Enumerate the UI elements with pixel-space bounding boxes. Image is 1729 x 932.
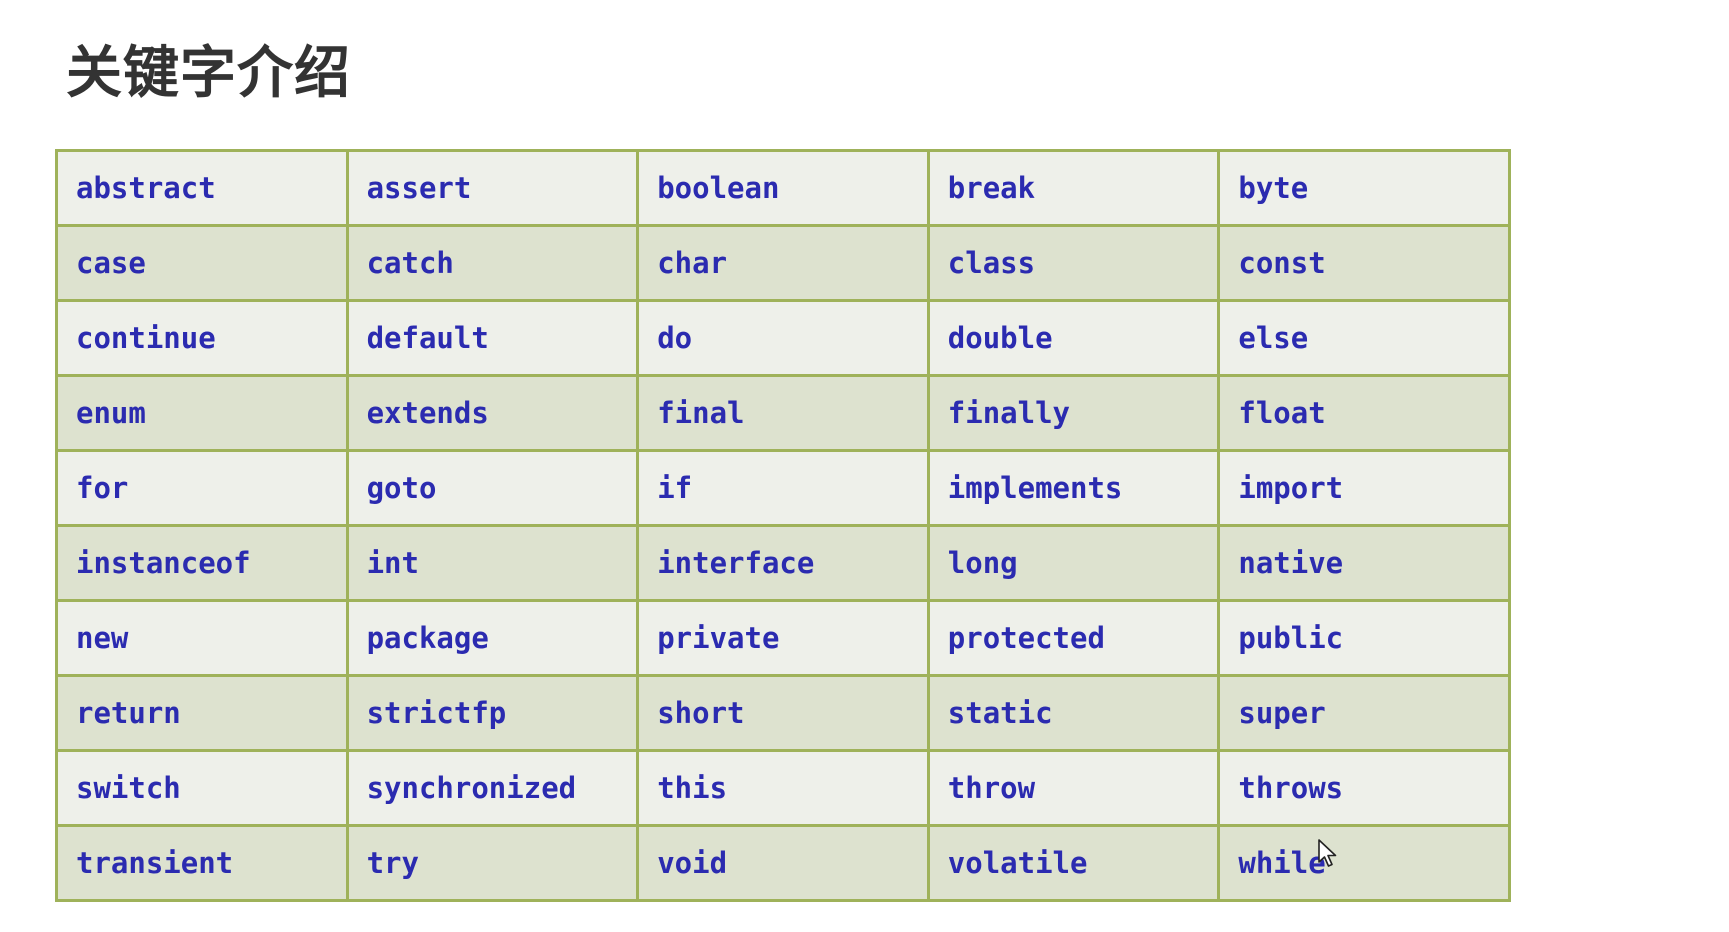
keyword-cell: this — [636, 749, 930, 827]
keyword-cell: try — [345, 824, 640, 902]
keyword-cell: import — [1217, 449, 1511, 527]
keyword-cell: default — [345, 299, 640, 377]
keyword-cell: class — [926, 224, 1221, 302]
keyword-cell: extends — [345, 374, 640, 452]
page-title: 关键字介绍 — [66, 41, 351, 106]
keyword-cell: if — [636, 449, 930, 527]
keyword-cell: abstract — [55, 149, 349, 227]
keyword-cell: strictfp — [345, 674, 640, 752]
keyword-cell: goto — [345, 449, 640, 527]
keyword-cell: static — [926, 674, 1221, 752]
keyword-cell: transient — [55, 824, 349, 902]
keyword-cell: final — [636, 374, 930, 452]
keyword-cell: switch — [55, 749, 349, 827]
keyword-cell: void — [636, 824, 930, 902]
keyword-cell: short — [636, 674, 930, 752]
keyword-cell: break — [926, 149, 1221, 227]
keyword-cell: float — [1217, 374, 1511, 452]
keywords-table: abstract assert boolean break byte case … — [55, 149, 1511, 902]
table-row: new package private protected public — [55, 599, 1511, 677]
mouse-pointer-icon — [1318, 839, 1337, 867]
table-row: enum extends final finally float — [55, 374, 1511, 452]
table-row: for goto if implements import — [55, 449, 1511, 527]
keyword-cell: for — [55, 449, 349, 527]
keyword-cell: char — [636, 224, 930, 302]
table-row: instanceof int interface long native — [55, 524, 1511, 602]
keyword-cell: else — [1217, 299, 1511, 377]
keyword-cell: while — [1217, 824, 1511, 902]
keyword-cell: volatile — [926, 824, 1221, 902]
keyword-cell: interface — [636, 524, 930, 602]
keyword-cell: package — [345, 599, 640, 677]
keyword-cell: return — [55, 674, 349, 752]
keyword-cell: native — [1217, 524, 1511, 602]
keyword-cell: assert — [345, 149, 640, 227]
keyword-cell: public — [1217, 599, 1511, 677]
keyword-cell: protected — [926, 599, 1221, 677]
keyword-cell: catch — [345, 224, 640, 302]
keyword-cell: new — [55, 599, 349, 677]
keyword-cell: byte — [1217, 149, 1511, 227]
keyword-cell: continue — [55, 299, 349, 377]
keyword-cell: synchronized — [345, 749, 640, 827]
keyword-cell: throw — [926, 749, 1221, 827]
keyword-cell: do — [636, 299, 930, 377]
table-row: return strictfp short static super — [55, 674, 1511, 752]
keyword-cell: double — [926, 299, 1221, 377]
table-row: continue default do double else — [55, 299, 1511, 377]
keyword-cell: int — [345, 524, 640, 602]
keyword-cell: const — [1217, 224, 1511, 302]
keyword-cell: finally — [926, 374, 1221, 452]
keyword-cell: boolean — [636, 149, 930, 227]
keyword-cell: long — [926, 524, 1221, 602]
keyword-cell: enum — [55, 374, 349, 452]
keyword-cell: super — [1217, 674, 1511, 752]
keyword-cell: instanceof — [55, 524, 349, 602]
table-row: switch synchronized this throw throws — [55, 749, 1511, 827]
table-row: abstract assert boolean break byte — [55, 149, 1511, 227]
keyword-cell: throws — [1217, 749, 1511, 827]
keyword-cell: case — [55, 224, 349, 302]
keyword-cell: private — [636, 599, 930, 677]
table-row: transient try void volatile while — [55, 824, 1511, 902]
table-row: case catch char class const — [55, 224, 1511, 302]
keyword-cell: implements — [926, 449, 1221, 527]
